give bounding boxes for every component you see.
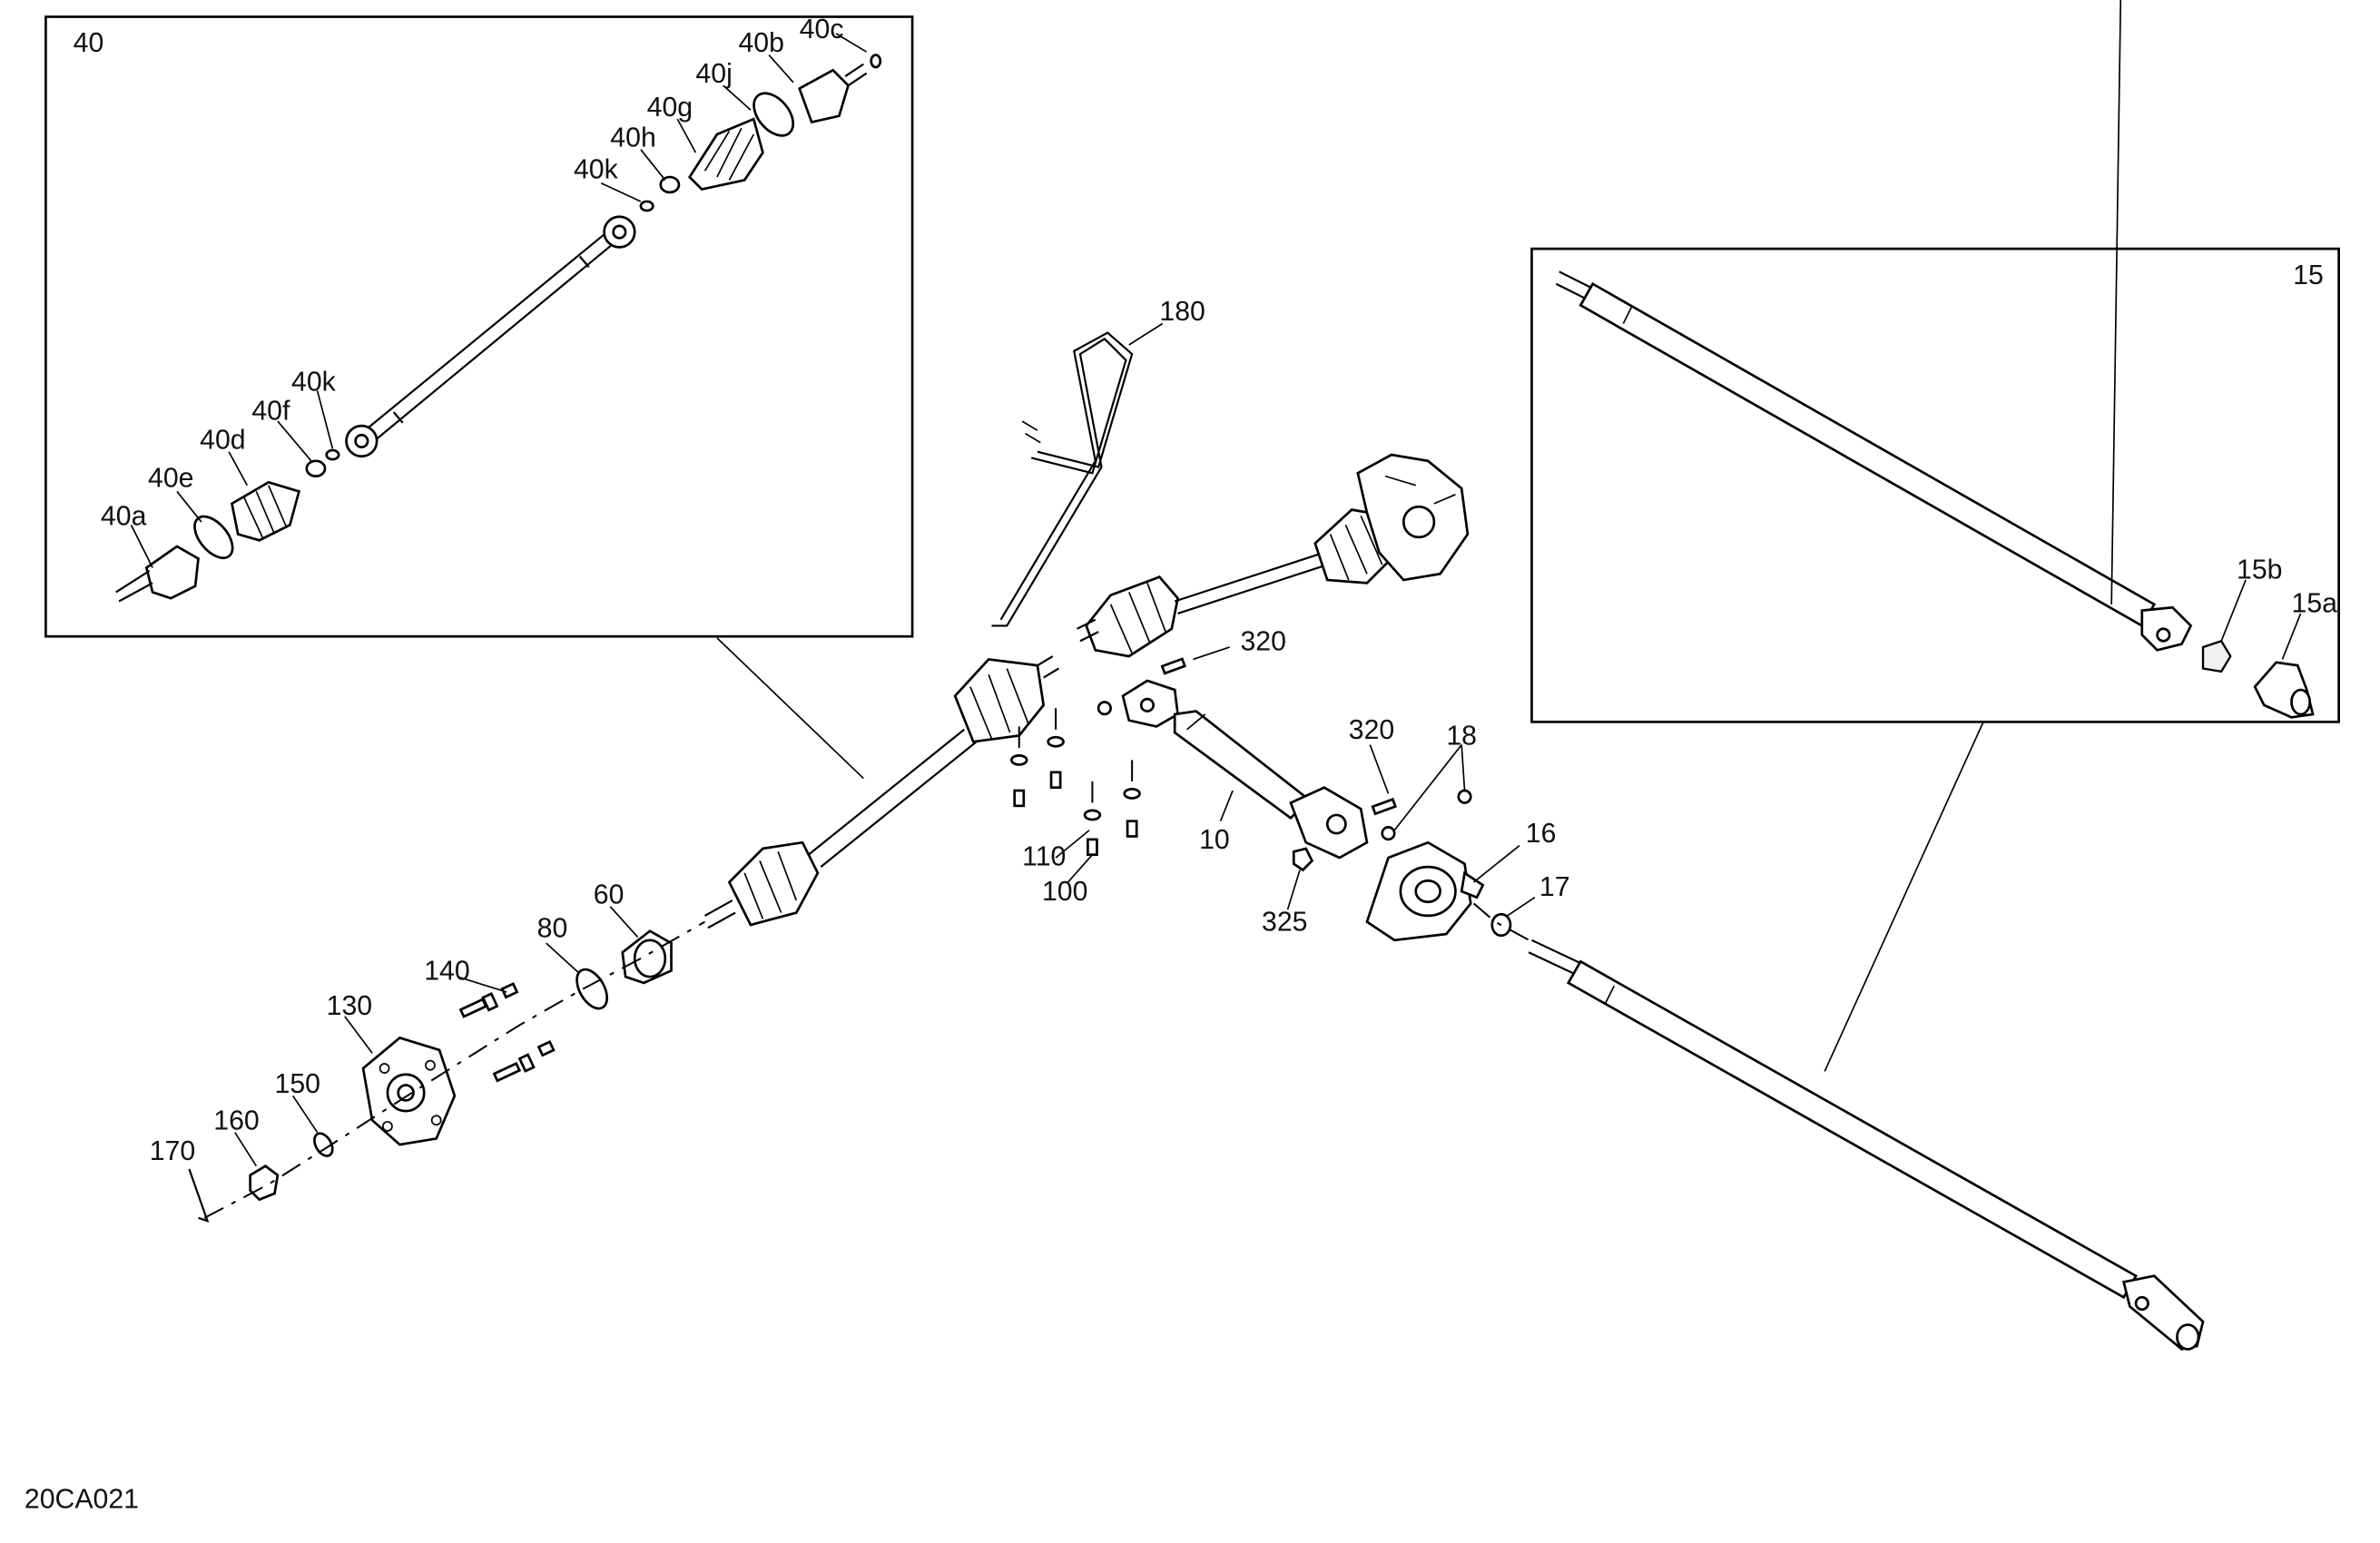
- upper-axle-inner-boot: [1085, 575, 1180, 658]
- label-40b: 40b: [738, 28, 783, 58]
- inset-axle-number: 40: [74, 28, 104, 58]
- leader-320-upper: [1193, 646, 1230, 661]
- inset-cross-15b: [2201, 639, 2232, 673]
- label-40d: 40d: [200, 425, 245, 455]
- leader-160: [234, 1132, 258, 1167]
- label-130: 130: [327, 991, 372, 1021]
- main-axle-outer-boot: [727, 840, 820, 927]
- part-320-bolts: [1097, 657, 1397, 816]
- label-180: 180: [1159, 297, 1205, 327]
- inset-boot-40g: [687, 117, 764, 191]
- leader-10: [1219, 790, 1234, 821]
- leader-100: [1067, 854, 1094, 883]
- diagram-id: 20CA021: [25, 1484, 139, 1514]
- part-180-vent-hose: [991, 322, 1164, 627]
- inset-clamp-40f: [305, 459, 327, 477]
- upper-axle-assembly: [1077, 453, 1470, 658]
- leader-18-b: [1460, 744, 1466, 791]
- label-40f: 40f: [251, 396, 290, 426]
- part-150-washer: [313, 1132, 334, 1157]
- leader-15a: [2281, 613, 2302, 660]
- leader-16: [1473, 844, 1520, 883]
- inset-leader-lines: [130, 33, 868, 568]
- label-40g: 40g: [647, 93, 693, 123]
- label-100: 100: [1042, 877, 1087, 907]
- label-40c: 40c: [800, 15, 844, 44]
- part-16-center-bearing: [1365, 789, 1485, 942]
- label-320-upper: 320: [1240, 626, 1285, 656]
- rear-shaft-centerline: [1472, 902, 1536, 945]
- inset-clip-40k-upper: [639, 200, 654, 212]
- label-170: 170: [150, 1136, 195, 1166]
- label-40k-lower: 40k: [291, 367, 337, 397]
- inset-outer-spider: [345, 424, 379, 458]
- label-16: 16: [1526, 819, 1557, 849]
- part-130-wheel-hub: [361, 1036, 457, 1146]
- main-axle-inner-boot: [953, 657, 1046, 743]
- label-15a: 15a: [2292, 588, 2338, 618]
- label-60: 60: [594, 880, 625, 909]
- inset-driveshaft-pointer-line: [1824, 722, 1984, 1072]
- leader-17: [1507, 897, 1536, 917]
- label-40k-upper: 40k: [574, 155, 619, 185]
- inset-joint-40a: [115, 545, 200, 603]
- inset-joint-40b: [798, 63, 868, 124]
- part-10-front-propshaft: [1121, 679, 1369, 860]
- inset-boot-40d: [230, 480, 301, 542]
- inset-axle-frame: [44, 15, 914, 638]
- leader-60: [609, 906, 639, 939]
- label-40a: 40a: [101, 501, 147, 531]
- part-160-hub-nut: [249, 1165, 280, 1202]
- label-17: 17: [1539, 872, 1570, 902]
- leader-320-lower: [1369, 744, 1390, 794]
- leader-140: [457, 976, 507, 993]
- label-10: 10: [1199, 825, 1230, 855]
- inset-yoke-15a: [2253, 661, 2315, 719]
- axle-centerline: [203, 920, 706, 1219]
- inset-driveshaft-tube: [1555, 0, 2157, 628]
- label-40j: 40j: [695, 59, 732, 89]
- inset-circlip-40c: [870, 54, 882, 69]
- label-18: 18: [1446, 722, 1477, 752]
- inset-clamp-40h: [659, 175, 681, 194]
- part-100-110-fasteners: [1010, 708, 1141, 856]
- inset-axle-shaft: [362, 231, 617, 444]
- label-40h: 40h: [610, 123, 655, 152]
- inset-inner-tripod: [603, 215, 636, 249]
- leader-15b: [2220, 579, 2247, 642]
- inset-driveshaft-detail: 15 15b 15a: [1530, 0, 2340, 723]
- main-axle-assembly: [703, 655, 1060, 929]
- part-140-hub-bolts: [458, 982, 556, 1083]
- label-140: 140: [424, 957, 469, 987]
- part-325-nut: [1292, 847, 1314, 872]
- label-80: 80: [537, 913, 568, 943]
- label-160: 160: [213, 1106, 259, 1135]
- label-150: 150: [275, 1069, 320, 1099]
- leader-18-a: [1393, 744, 1462, 831]
- label-110: 110: [1022, 841, 1066, 871]
- main-rear-driveshaft: [1528, 939, 2205, 1351]
- label-325: 325: [1262, 908, 1307, 938]
- leader-80: [546, 942, 581, 975]
- part-60-bearing: [621, 929, 673, 985]
- inset-driveshaft-number: 15: [2293, 260, 2324, 290]
- label-320-lower: 320: [1349, 715, 1394, 745]
- label-15b: 15b: [2237, 555, 2282, 585]
- inset-driveshaft-frame: [1530, 247, 2340, 723]
- inset-clip-40k-lower: [325, 448, 340, 461]
- leader-150: [292, 1095, 319, 1134]
- part-170-cotter-pin: [188, 1168, 210, 1223]
- inset-yoke: [2140, 605, 2193, 652]
- leader-130: [344, 1016, 373, 1054]
- leader-110: [1055, 830, 1090, 859]
- inset-axle-detail: 40: [44, 15, 914, 638]
- leader-325: [1286, 870, 1301, 910]
- inset-axle-pointer-line: [716, 637, 864, 780]
- inset-band-40j: [752, 92, 795, 137]
- label-40e: 40e: [148, 463, 193, 493]
